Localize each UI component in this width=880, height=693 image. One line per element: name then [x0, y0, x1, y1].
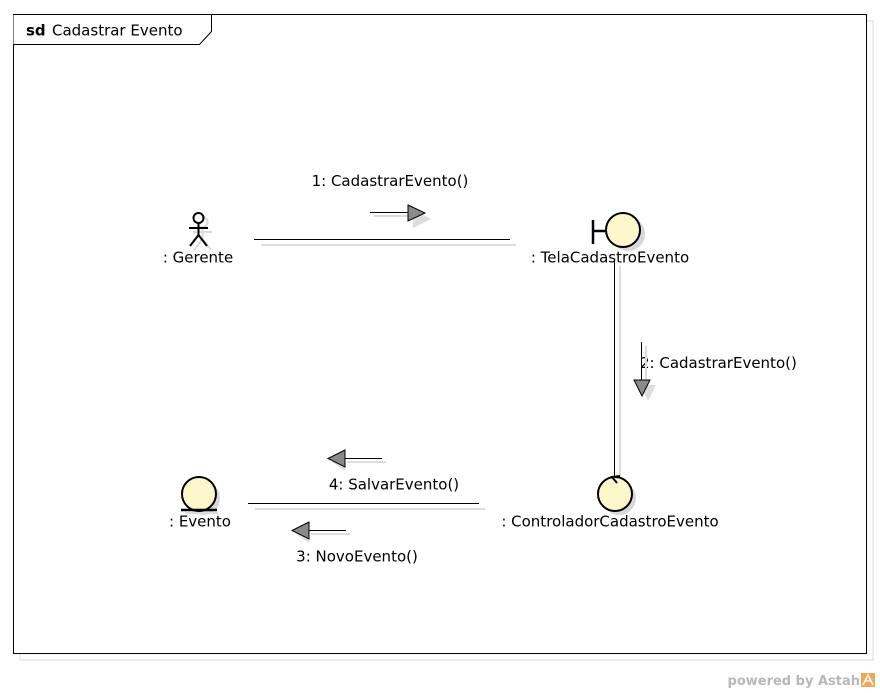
message-label-2: 2: CadastrarEvento() [640, 354, 797, 372]
link-gerente-tela[interactable] [254, 239, 516, 246]
arrow-left-icon [290, 521, 350, 543]
arrow-left-icon [326, 449, 386, 471]
arrow-down-icon [633, 342, 656, 401]
astah-logo-icon [861, 673, 875, 687]
lifeline-label-controlador: : ControladorCadastroEvento [501, 513, 718, 531]
boundary-tela-cadastro-evento[interactable]: : TelaCadastroEvento [531, 212, 689, 267]
actor-gerente[interactable]: : Gerente [163, 212, 233, 267]
entity-icon [181, 476, 220, 515]
frame-title: Cadastrar Evento [52, 22, 183, 40]
lifeline-label-gerente: : Gerente [163, 249, 233, 267]
arrow-right-icon [370, 204, 431, 228]
diagram-frame: sd Cadastrar Evento [13, 14, 874, 661]
actor-icon [189, 212, 212, 251]
message-2[interactable]: 2: CadastrarEvento() [633, 342, 797, 401]
astah-watermark: powered by Astah [728, 673, 875, 689]
lifeline-label-evento: : Evento [169, 513, 231, 531]
control-icon [597, 475, 636, 515]
boundary-icon [591, 212, 645, 251]
control-controlador-cadastro-evento[interactable]: : ControladorCadastroEvento [501, 475, 719, 531]
entity-evento[interactable]: : Evento [169, 476, 231, 531]
message-label-4: 4: SalvarEvento() [329, 476, 459, 494]
message-4[interactable]: 4: SalvarEvento() [326, 449, 459, 494]
watermark-text: powered by Astah [728, 674, 860, 689]
message-1[interactable]: 1: CadastrarEvento() [312, 172, 469, 228]
link-controlador-evento[interactable] [248, 503, 485, 510]
message-label-3: 3: NovoEvento() [296, 548, 418, 566]
link-tela-controlador[interactable] [614, 261, 621, 484]
frame-keyword: sd [26, 22, 46, 40]
message-3[interactable]: 3: NovoEvento() [290, 521, 418, 566]
message-label-1: 1: CadastrarEvento() [312, 172, 469, 190]
lifeline-label-tela: : TelaCadastroEvento [531, 249, 689, 267]
